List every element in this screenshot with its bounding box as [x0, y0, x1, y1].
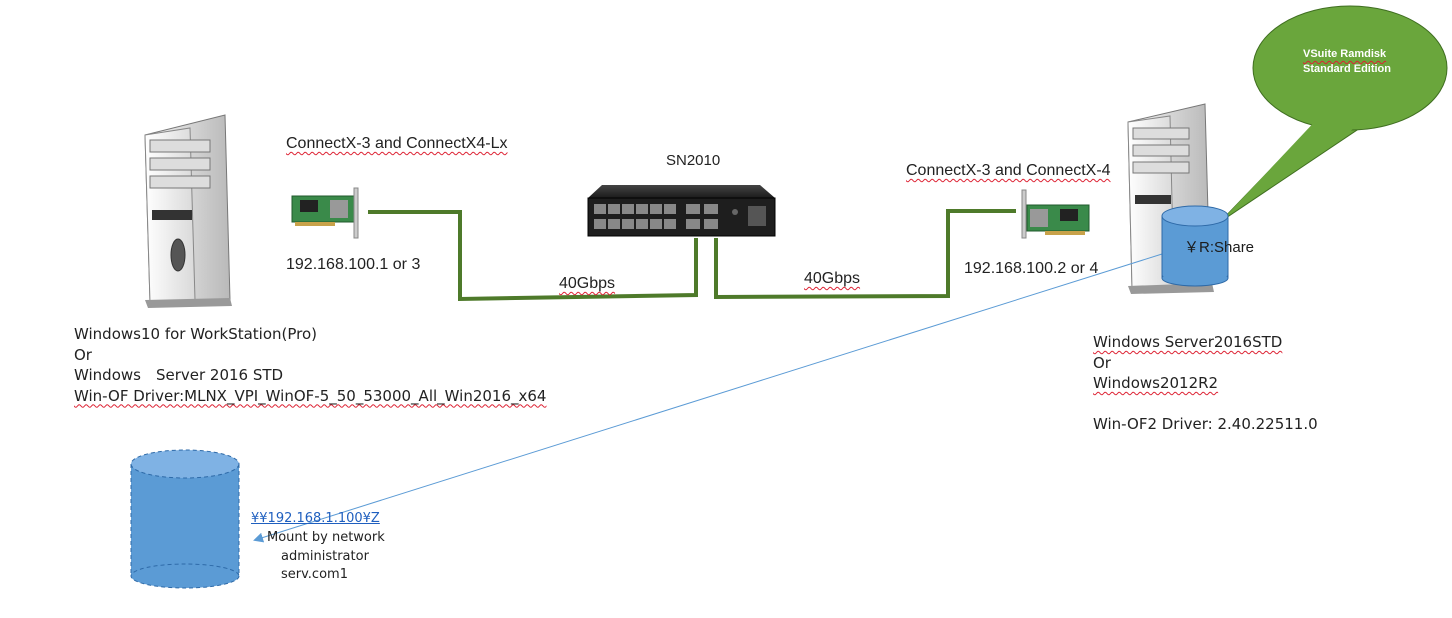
- left-link-speed: 40Gbps: [559, 275, 616, 292]
- callout-line-1: VSuite Ramdisk: [1303, 48, 1387, 60]
- callout-text: VSuite Ramdisk Standard Edition: [1303, 47, 1391, 77]
- mount-line-3: serv.com1: [281, 567, 348, 582]
- left-nic-card-icon: [291, 187, 359, 239]
- right-os-line-4: [1093, 394, 1318, 415]
- right-os-line-2: Or: [1093, 353, 1111, 372]
- mount-line-2: administrator: [281, 548, 369, 564]
- network-drive-icon: [130, 449, 240, 589]
- left-ip-label: 192.168.100.1 or 3: [286, 256, 421, 273]
- switch-name-label: SN2010: [666, 152, 721, 169]
- right-os-line-3: Windows2012R2: [1093, 374, 1219, 392]
- left-nic-label: ConnectX-3 and ConnectX4-Lx: [286, 135, 508, 152]
- mount-arrow: [253, 253, 1163, 543]
- left-server-icon: [144, 114, 232, 308]
- right-os-line-5: Win-OF2 Driver: 2.40.22511.0: [1093, 415, 1318, 433]
- mount-info: Mount by network administrator serv.com1: [267, 529, 385, 585]
- right-link-speed: 40Gbps: [804, 270, 861, 287]
- right-os-line-1: Windows Server2016STD: [1093, 333, 1283, 351]
- right-nic-card-icon: [1021, 189, 1090, 239]
- share-disk-icon: [1161, 205, 1229, 287]
- left-cable: [368, 210, 698, 302]
- right-ip-label: 192.168.100.2 or 4: [964, 260, 1099, 277]
- right-cable: [714, 209, 1016, 300]
- ramdisk-callout: [1219, 5, 1448, 223]
- mount-line-1: Mount by network: [267, 530, 385, 545]
- left-os-line-4: Win-OF Driver:MLNX_VPI_WinOF-5_50_53000_…: [74, 386, 547, 405]
- left-os-line-2: Or: [74, 345, 92, 364]
- switch-icon: [587, 185, 776, 237]
- right-nic-label: ConnectX-3 and ConnectX-4: [906, 162, 1111, 179]
- left-os-line-3: Windows Server 2016 STD: [74, 366, 284, 384]
- left-os-line-1: Windows10 for WorkStation(Pro): [74, 325, 318, 343]
- share-label: ￥R:Share: [1184, 239, 1255, 256]
- mount-path-link[interactable]: ¥¥192.168.1.100¥Z: [251, 511, 380, 526]
- left-os-info: Windows10 for WorkStation(Pro) Or Window…: [74, 324, 546, 406]
- callout-line-2: Standard Edition: [1303, 63, 1391, 75]
- right-os-info: Windows Server2016STD Or Windows2012R2 W…: [1093, 332, 1318, 435]
